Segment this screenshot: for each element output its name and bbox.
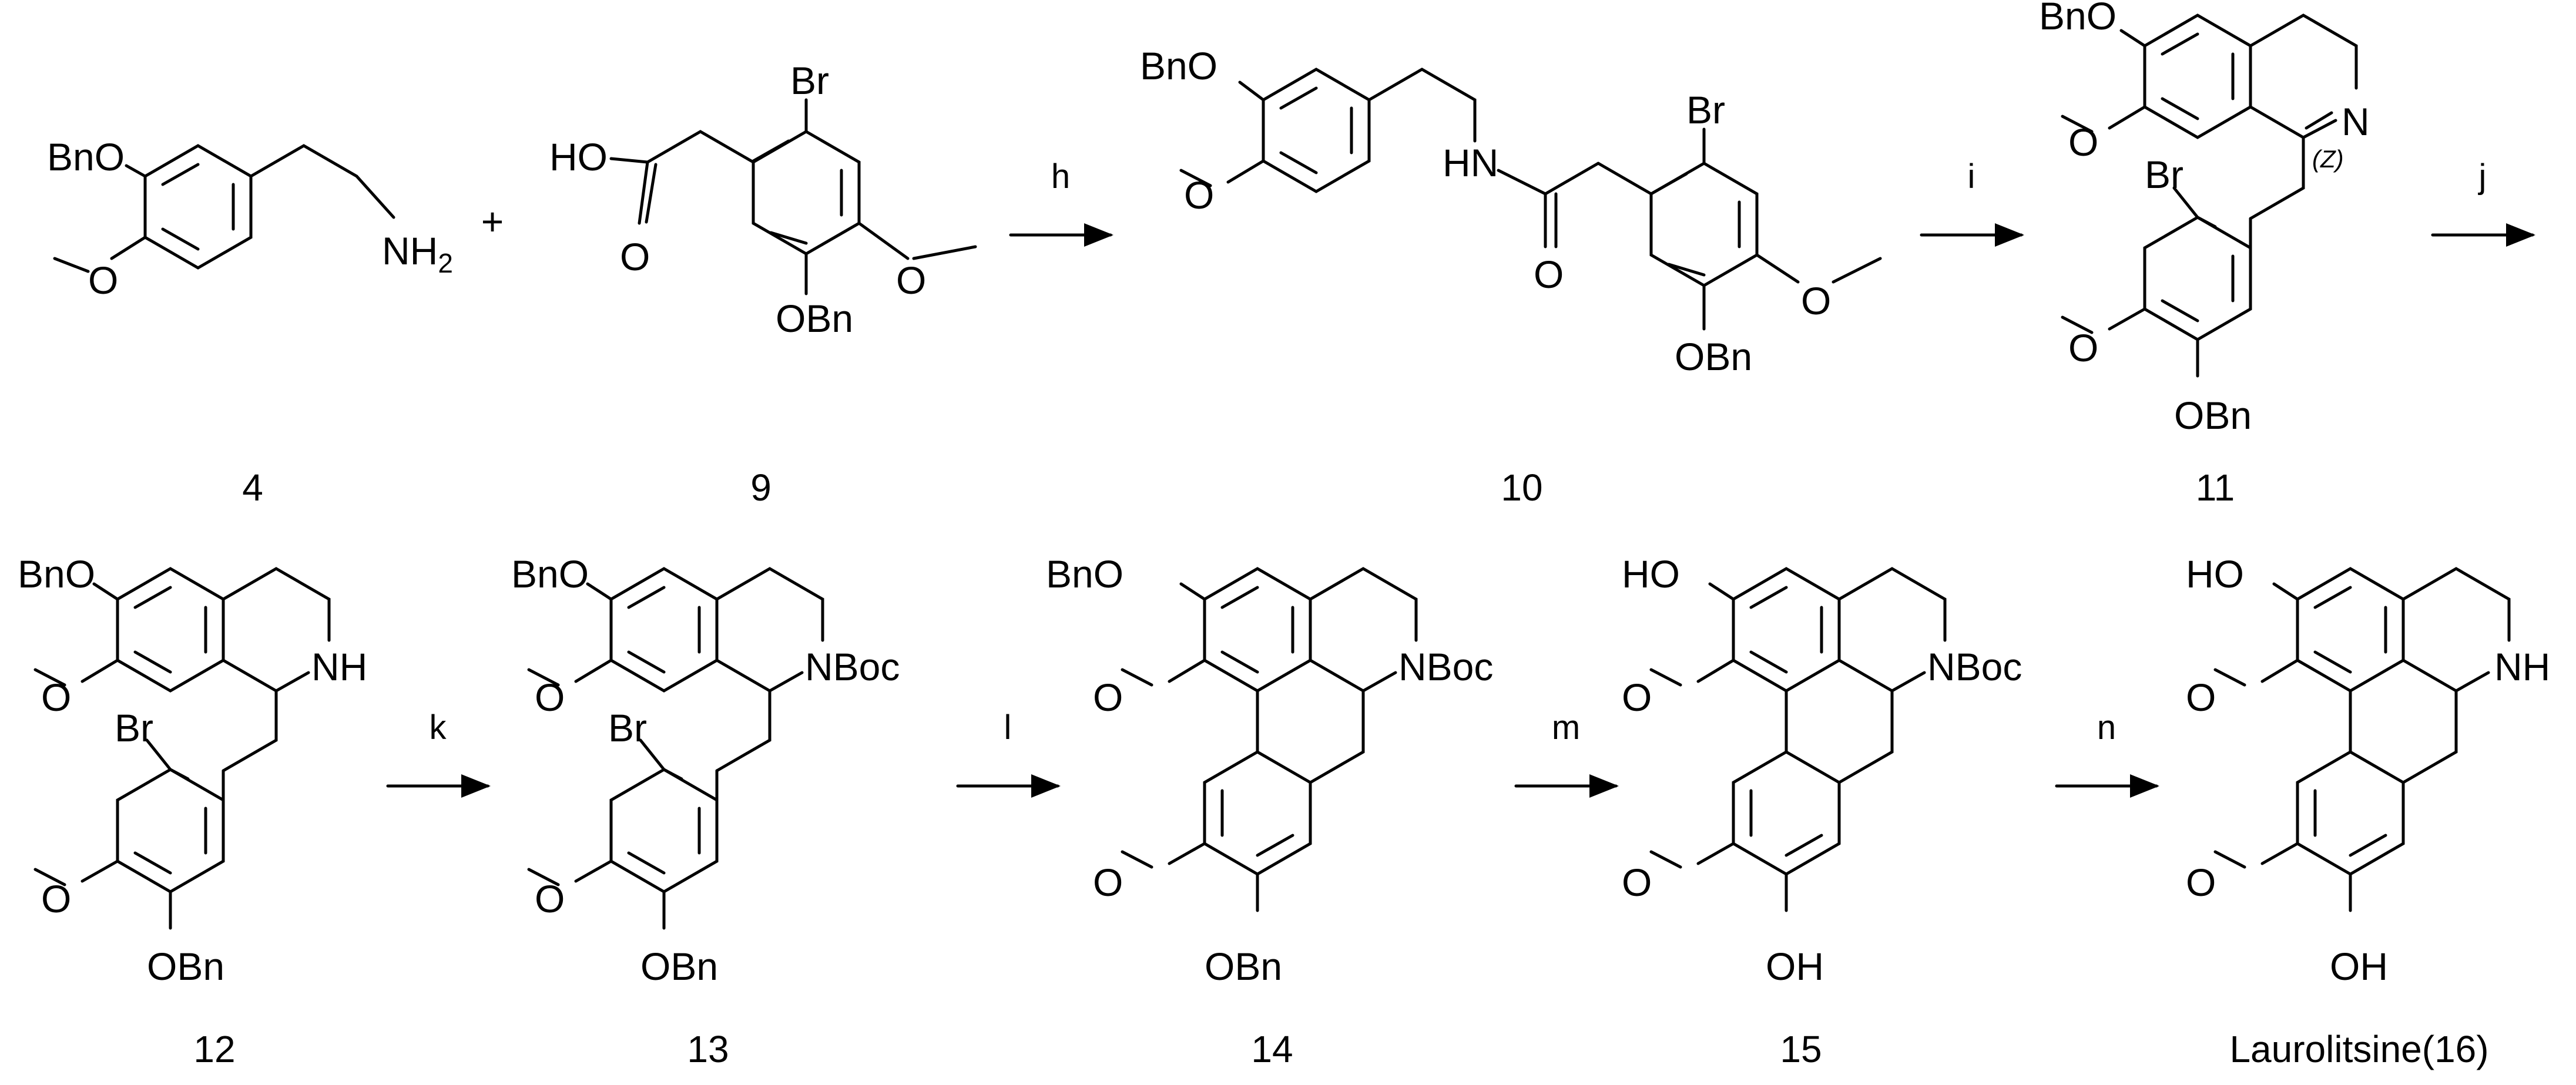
compound-9-methoxy-o: O (896, 258, 926, 302)
compound-11-caption: 11 (2196, 466, 2235, 509)
compound-9-o-label: O (620, 235, 650, 278)
compound-4-nh2-label: NH2 (382, 229, 453, 278)
compound-13-obn-label: OBn (640, 945, 718, 988)
compound-15-nboc-label: NBoc (1927, 645, 2022, 688)
compound-13-methoxy-o2: O (535, 877, 565, 921)
condition-n-label: n (2097, 708, 2116, 747)
compound-14-obn-label: OBn (1205, 945, 1282, 988)
compound-10-hn-label: HN (1443, 141, 1498, 184)
compound-11-bno-label: BnO (2039, 0, 2117, 38)
compound-14-structure: BnO O NBoc O OBn (1046, 552, 1493, 988)
compound-11-structure: BnO O N (Z) Br O OBn (2039, 0, 2370, 437)
compound-11-n-label: N (2342, 100, 2370, 143)
compound-10-bno-label: BnO (1140, 44, 1217, 88)
compound-13-caption: 13 (687, 1028, 729, 1070)
compound-15-methoxy-o2: O (1622, 861, 1652, 904)
compound-14-methoxy-o2: O (1093, 861, 1123, 904)
compound-12-br-label: Br (115, 706, 153, 750)
compound-12-bno-label: BnO (18, 552, 95, 596)
compound-12-methoxy-o2: O (41, 877, 71, 921)
compound-12-obn-label: OBn (147, 945, 224, 988)
condition-h-label: h (1051, 157, 1070, 196)
compound-10-br-label: Br (1686, 88, 1725, 132)
compound-14-nboc-label: NBoc (1398, 645, 1493, 688)
compound-13-methoxy-o1: O (535, 676, 565, 719)
compound-4-structure: BnO O NH2 (47, 135, 453, 302)
compound-11-br-label: Br (2145, 153, 2183, 196)
compound-10-obn-label: OBn (1675, 335, 1752, 378)
compound-10-structure: BnO O HN O Br O OBn (1140, 44, 1882, 378)
compound-16-nh-label: NH (2494, 645, 2550, 688)
compound-15-structure: HO O NBoc O OH (1622, 552, 2022, 988)
compound-13-br-label: Br (608, 706, 647, 750)
compound-14-bno-label: BnO (1046, 552, 1123, 596)
compound-11-z-label: (Z) (2312, 145, 2344, 173)
compound-10-caption: 10 (1501, 466, 1542, 509)
compound-11-methoxy-o2: O (2068, 326, 2098, 369)
compound-12-nh-label: NH (311, 645, 367, 688)
compound-12-caption: 12 (193, 1028, 235, 1070)
compound-9-obn-label: OBn (776, 297, 853, 340)
compound-13-bno-label: BnO (511, 552, 589, 596)
compound-4-methoxy-o: O (88, 258, 118, 302)
compound-10-methoxy-o2: O (1801, 279, 1831, 323)
compound-15-ho-label: HO (1622, 552, 1680, 596)
compound-14-methoxy-o1: O (1093, 676, 1123, 719)
compound-16-oh-label: OH (2330, 945, 2388, 988)
condition-i-label: i (1968, 157, 1975, 196)
compound-15-caption: 15 (1780, 1028, 1822, 1070)
compound-11-obn-label: OBn (2174, 394, 2252, 437)
compound-15-oh-label: OH (1766, 945, 1824, 988)
compound-4-caption: 4 (242, 466, 263, 509)
compound-12-structure: BnO O NH Br O OBn (18, 552, 367, 988)
compound-9-structure: HO O Br O OBn (549, 59, 977, 340)
compound-10-methoxy-o1: O (1184, 173, 1214, 217)
compound-9-br-label: Br (790, 59, 829, 102)
compound-9-caption: 9 (750, 466, 772, 509)
compound-15-methoxy-o1: O (1622, 676, 1652, 719)
compound-9-ho-label: HO (549, 135, 608, 179)
compound-16-methoxy-o2: O (2186, 861, 2216, 904)
compound-16-caption: Laurolitsine(16) (2229, 1028, 2488, 1070)
compound-12-methoxy-o1: O (41, 676, 71, 719)
compound-4-bno-label: BnO (47, 135, 125, 179)
compound-16-structure: HO O NH O OH (2186, 552, 2550, 988)
compound-11-methoxy-o1: O (2068, 120, 2098, 164)
plus-sign: + (481, 200, 504, 243)
compound-10-o-label: O (1534, 253, 1564, 296)
compound-16-ho-label: HO (2186, 552, 2244, 596)
condition-k-label: k (430, 708, 447, 747)
condition-j-label: j (2478, 157, 2487, 196)
condition-m-label: m (1552, 708, 1580, 747)
compound-13-nboc-label: NBoc (805, 645, 900, 688)
condition-l-label: l (1004, 708, 1012, 747)
compound-13-structure: BnO O NBoc Br O OBn (511, 552, 900, 988)
compound-16-methoxy-o1: O (2186, 676, 2216, 719)
compound-14-caption: 14 (1251, 1028, 1293, 1070)
